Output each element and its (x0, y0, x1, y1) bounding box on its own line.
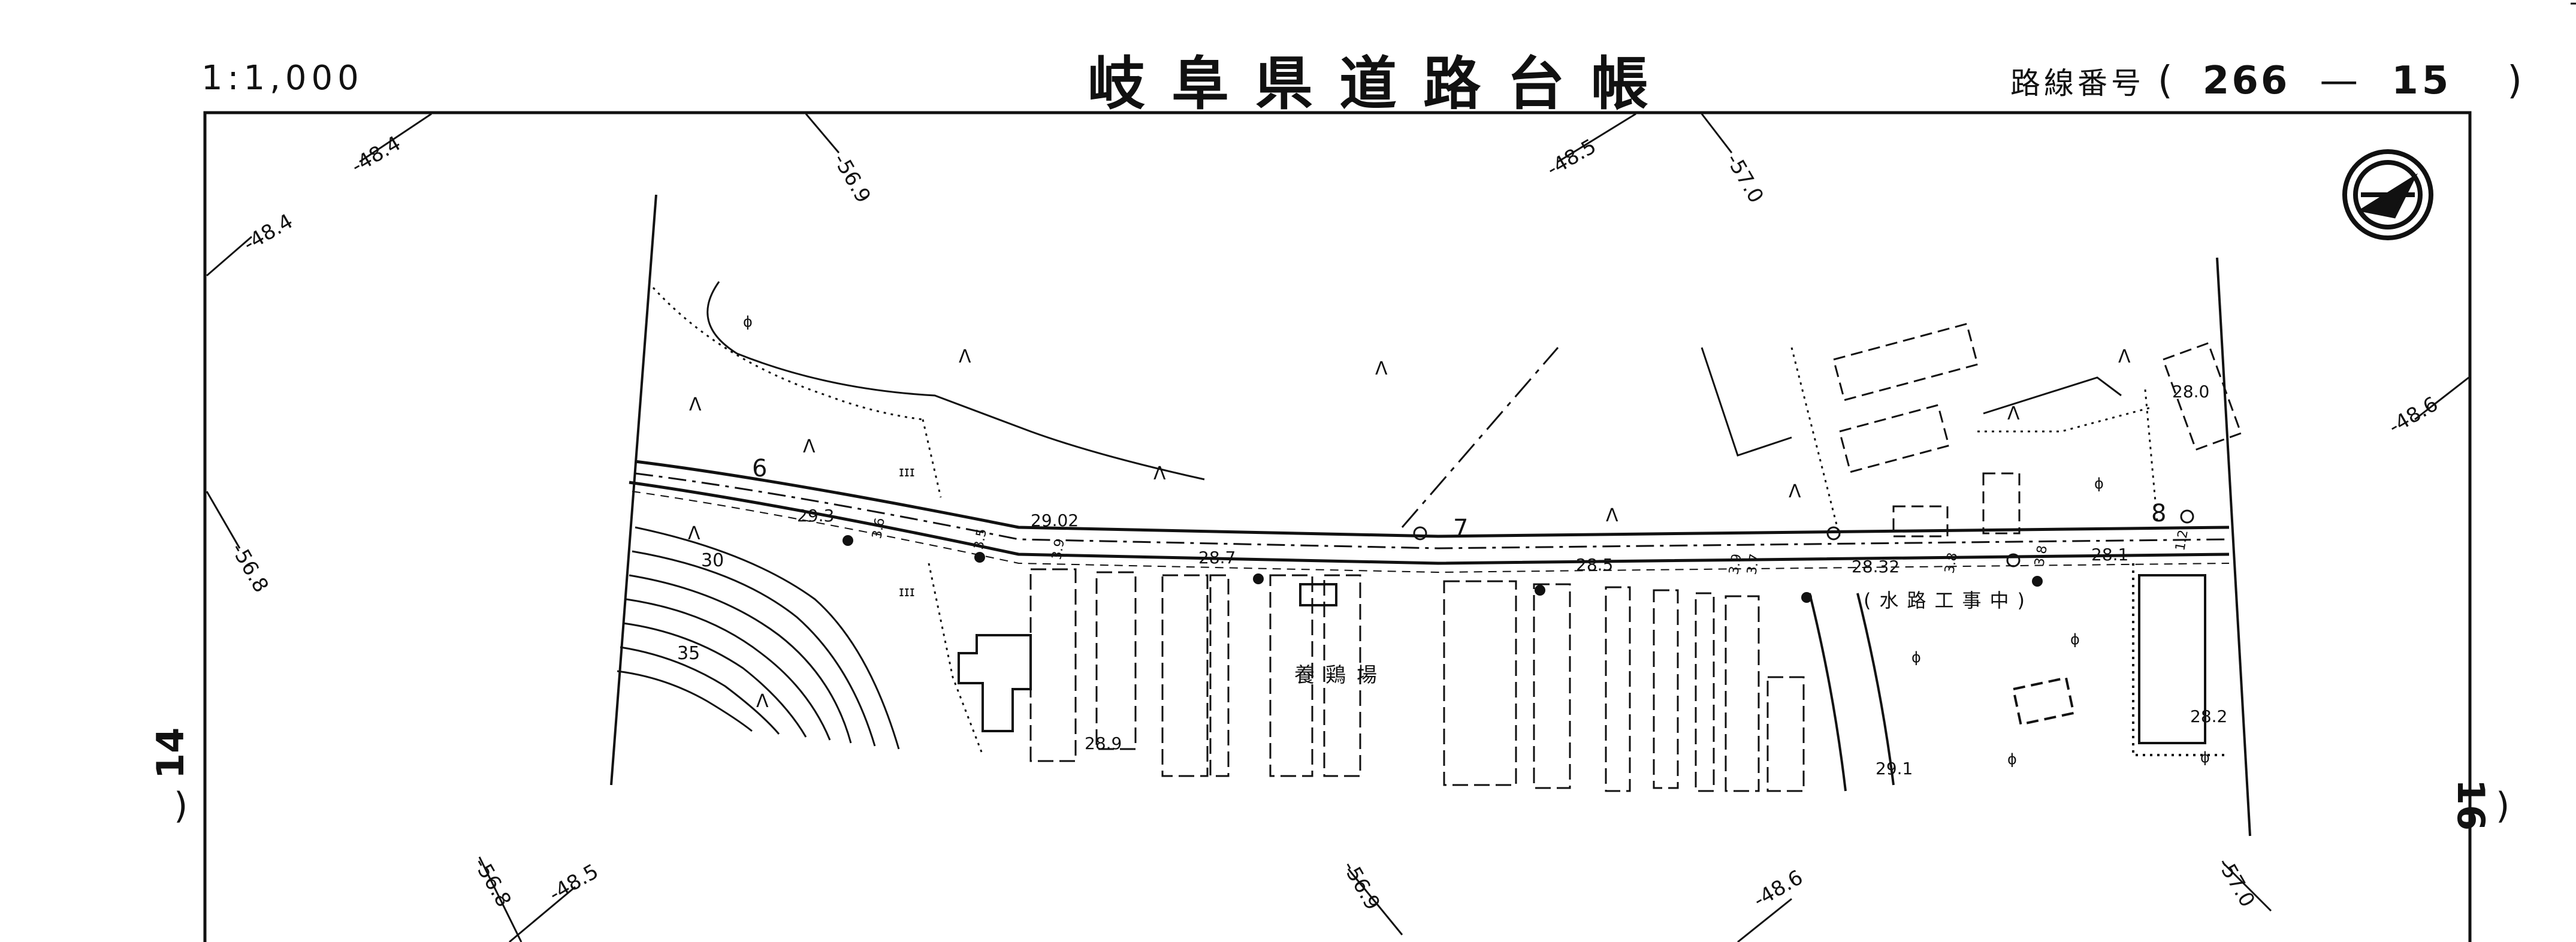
grass-symbol: Ʌ (756, 691, 769, 712)
grid-label: -48.4 (348, 131, 405, 179)
road-number: 8 (2151, 500, 2166, 527)
stem-symbol: ϕ (2200, 749, 2210, 766)
grass-symbol: Ʌ (2118, 346, 2131, 367)
elevation: 28.2 (2190, 707, 2227, 726)
contour-lines (617, 526, 984, 756)
stem-symbol: ϕ (743, 313, 753, 330)
grid-label: -48.4 (240, 209, 297, 256)
grass-symbol: Ʌ (1606, 505, 1618, 526)
elevation: 29.02 (1031, 511, 1079, 530)
grid-label: -48.6 (1750, 865, 1807, 913)
section-boundaries (610, 194, 2251, 837)
grass-symbol: Ʌ (2007, 403, 2020, 424)
road-number: 7 (1453, 515, 1468, 542)
road-number: 6 (752, 455, 767, 482)
left-sheet-paren: ) (174, 785, 188, 827)
map-frame (203, 111, 2472, 942)
grid-label: -48.5 (545, 859, 603, 907)
north-features (652, 281, 2242, 538)
grass-symbol: Ʌ (1789, 481, 1801, 502)
north-arrow-icon (2342, 149, 2433, 240)
left-sheet-number: 14 (149, 727, 192, 779)
route-close-paren: ) (2507, 59, 2526, 103)
grid-label: -48.5 (1543, 134, 1600, 182)
grid-label: -56.8 (469, 854, 516, 911)
elevation: 29.1 (1876, 759, 1913, 778)
grass-symbol: Ʌ (688, 523, 700, 544)
road-width: 3.9 (1726, 552, 1745, 576)
field-symbol: ɪɪɪ (899, 463, 915, 480)
poultry-farm-label: 養鶏場 (1294, 663, 1388, 687)
grass-symbol: Ʌ (1375, 358, 1388, 379)
scale-label: 1:1,000 (201, 59, 364, 98)
stem-symbol: ϕ (1911, 649, 1921, 666)
grid-label: -56.9 (828, 150, 875, 207)
poultry-sheds (1029, 568, 1805, 792)
elevation: 28.32 (1852, 557, 1899, 576)
right-sheet-number: 16 (2449, 779, 2493, 831)
place-labels: 養鶏場 (水路工事中) (1294, 589, 2033, 687)
grid-label: -57.0 (2212, 854, 2260, 911)
sheet-title: 岐阜県道路台帳 (1088, 50, 1675, 117)
field-symbol: ɪɪɪ (899, 583, 915, 600)
grass-symbol: Ʌ (959, 346, 971, 367)
road-width: 3.5 (971, 527, 990, 551)
contour-label: 35 (677, 643, 700, 664)
grid-label: -57.0 (1721, 150, 1768, 207)
road-width: 3.6 (869, 517, 888, 540)
route-number: 266 (2202, 59, 2290, 103)
route-number-block: 路線番号 ( 266 — 15 ) (2010, 59, 2526, 103)
grass-symbol: Ʌ (1153, 463, 1166, 484)
elevation: 29.3 (797, 506, 834, 526)
grid-markers (206, 113, 2469, 942)
road-width: 3.7 (1744, 552, 1763, 576)
elevation: 28.0 (2172, 382, 2209, 401)
route-open-paren: ( (2157, 59, 2176, 103)
stem-symbol: ϕ (2094, 475, 2104, 492)
road-width: 3.9 (1049, 538, 1068, 561)
buildings (958, 563, 2229, 792)
elevation: 28.5 (1576, 555, 1613, 575)
manholes (1413, 509, 2194, 567)
route-segment: 15 (2391, 59, 2453, 103)
grid-label: -56.9 (1337, 857, 1385, 914)
waterway-work-label: (水路工事中) (1864, 589, 2033, 612)
grass-symbol: Ʌ (689, 394, 702, 415)
route-label: 路線番号 (2010, 66, 2145, 101)
stem-symbol: ϕ (2007, 751, 2017, 768)
route-dash: — (2320, 59, 2362, 103)
contour-label: 30 (701, 550, 724, 571)
sheet-header: 1:1,000 岐阜県道路台帳 路線番号 ( 266 — 15 ) (0, 0, 2576, 117)
elevation: 28.7 (1198, 548, 1236, 567)
stem-symbol: ϕ (2070, 631, 2080, 648)
grid-label: -48.6 (2385, 392, 2442, 439)
elevation: 28.1 (2091, 545, 2128, 564)
elevation: 28.9 (1085, 733, 1122, 753)
road-labels: 6 7 8 29.3 29.02 28.7 28.5 28.32 28.1 28… (752, 382, 2227, 778)
road-edges (629, 460, 2230, 573)
road-width: 1.2 (2173, 529, 2191, 552)
grid-label: -56.8 (226, 539, 273, 597)
road-markers (842, 535, 2043, 603)
vegetation-symbols: Ʌ Ʌ Ʌ Ʌ Ʌ Ʌ Ʌ Ʌ Ʌ Ʌ Ʌ ɪɪɪ ɪɪɪ ϕ ϕ ϕ ϕ ϕ … (688, 313, 2210, 768)
contour-labels: 30 35 (677, 550, 724, 664)
right-sheet-paren: ) (2496, 785, 2510, 827)
grass-symbol: Ʌ (803, 436, 816, 457)
grid-labels: -48.4 -56.9 -48.5 -57.0 -48.4 -48.6 -56.… (226, 131, 2442, 914)
road-width: 3.8 (2032, 544, 2050, 567)
road-width: 3.8 (1942, 551, 1961, 575)
